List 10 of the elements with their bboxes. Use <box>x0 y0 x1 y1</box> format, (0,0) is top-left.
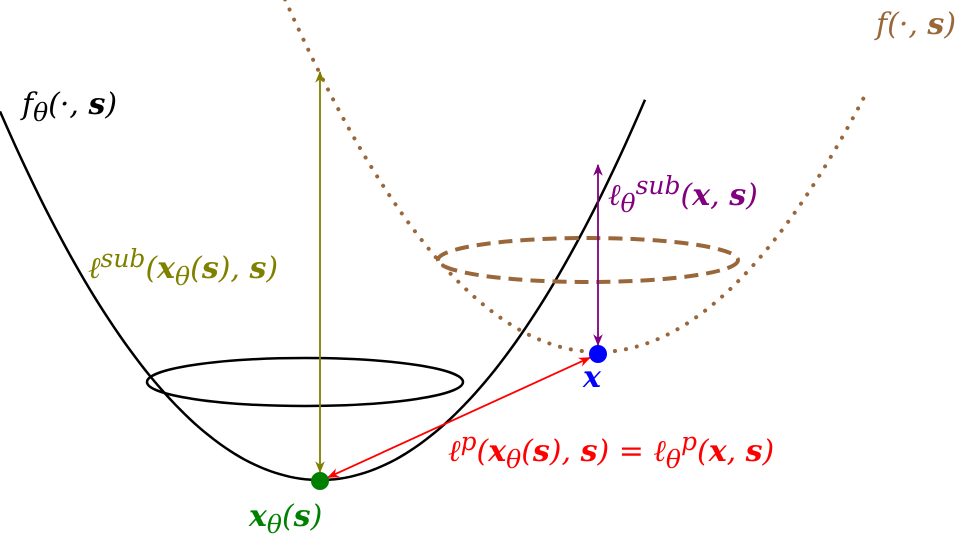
point-label: x$_{θ}$(s) <box>249 500 322 538</box>
curve-label: f$_{θ}$(·, s) <box>22 88 118 126</box>
edge-label: ℓ$^{p}$(x$_{θ}$(s), s) = ℓ$_{θ}$$^{p}$(x, s) <box>448 428 774 474</box>
edge-label: ℓ$_{θ}$$^{sub}$(x, s) <box>608 172 758 218</box>
double-arrow <box>593 164 603 346</box>
double-arrow <box>327 356 591 478</box>
double-arrow <box>315 70 325 474</box>
edge-label: ℓ$^{sub}$(x$_{θ}$(s), s) <box>88 245 278 290</box>
point-label: x <box>583 361 601 394</box>
curve-label: f(·, s) <box>876 8 956 41</box>
